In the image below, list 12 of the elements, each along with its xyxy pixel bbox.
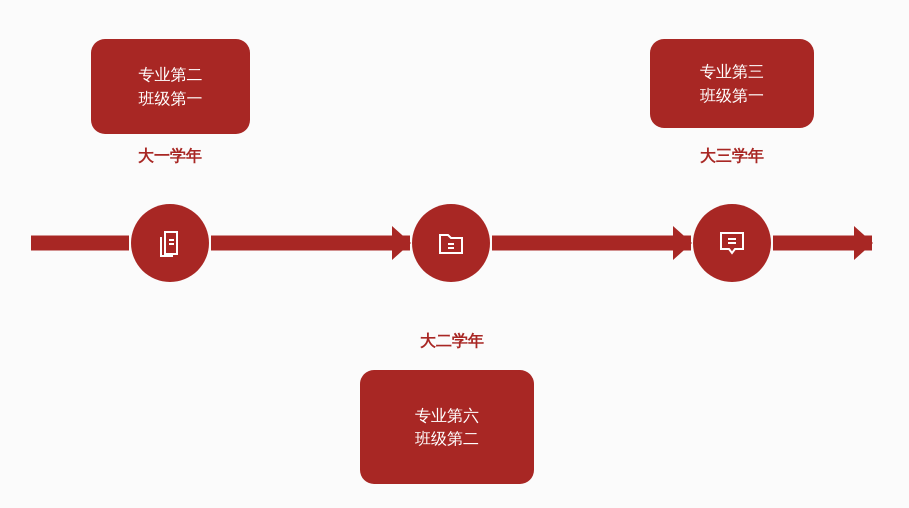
box-text: 专业第六班级第二	[414, 404, 480, 450]
box-text: 专业第二班级第一	[137, 64, 204, 110]
year-label: 大三学年	[700, 146, 764, 167]
arrow	[773, 226, 873, 260]
text-box	[91, 39, 250, 134]
text-box	[360, 370, 534, 484]
text-box	[650, 39, 814, 128]
arrow	[492, 226, 692, 260]
year-label: 大二学年	[420, 331, 484, 352]
box-text: 专业第三班级第一	[698, 61, 765, 106]
year-label: 大一学年	[138, 146, 202, 167]
arrow	[211, 226, 411, 260]
